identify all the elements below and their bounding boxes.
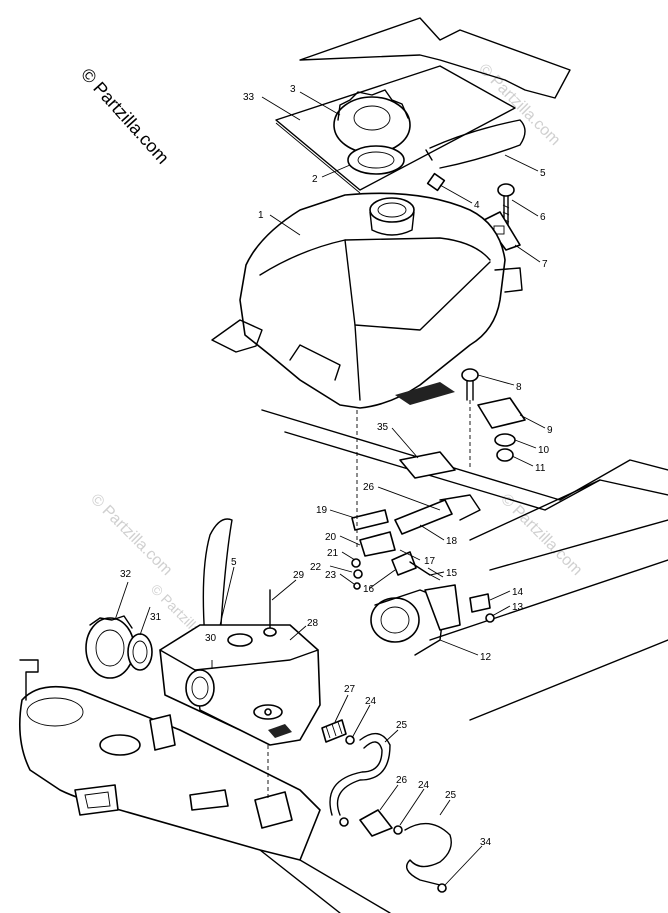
callout-5-top: 5 [540,168,546,179]
watermark-main: © Partzilla.com [77,64,173,168]
callout-25-top: 25 [396,720,408,731]
callout-20: 20 [325,532,337,543]
callout-29: 29 [293,570,305,581]
callout-14: 14 [512,587,524,598]
callout-21: 21 [327,548,339,559]
callout-33: 33 [243,92,255,103]
callout-35: 35 [377,422,389,433]
callout-19: 19 [316,505,328,516]
callout-3: 3 [290,84,296,95]
callout-26-top: 26 [363,482,375,493]
seat-plate [275,17,571,194]
fuel-tank [211,192,523,409]
callout-34: 34 [480,837,492,848]
callout-23: 23 [325,570,337,581]
watermark-faint-3: © Partzilla.com [497,491,585,579]
callout-24-lower: 24 [418,780,430,791]
fuel-valve [351,410,481,590]
callout-10: 10 [538,445,550,456]
fuel-cap [333,89,411,175]
callout-17: 17 [424,556,436,567]
callout-24-top: 24 [365,696,377,707]
callout-numbers: 33 3 2 1 4 5 6 7 8 9 10 11 35 26 19 18 2… [120,84,553,848]
aux-tank [159,624,321,746]
watermark-faint-2: © Partzilla.com [87,491,175,579]
fitting-4 [426,172,446,192]
callout-4: 4 [474,200,480,211]
callout-30: 30 [205,633,217,644]
pad-35 [399,451,456,479]
callout-7: 7 [542,259,548,270]
fuel-line-lower [321,719,452,893]
callout-13: 13 [512,602,524,613]
callout-16: 16 [363,584,375,595]
frame-rails [261,409,668,721]
callout-6: 6 [540,212,546,223]
vent-hose-top [425,119,526,169]
callout-2: 2 [312,174,318,185]
callout-12: 12 [480,652,492,663]
callout-11: 11 [535,463,546,474]
callout-31: 31 [150,612,162,623]
leader-lines [114,91,546,886]
dipstick-29 [263,589,277,637]
callout-9: 9 [547,425,553,436]
callout-28: 28 [307,618,319,629]
callout-22: 22 [310,562,322,573]
callout-18: 18 [446,536,458,547]
lower-frame [18,659,391,913]
callout-27: 27 [344,684,356,695]
callout-1: 1 [258,210,264,221]
callout-32: 32 [120,569,132,580]
callout-15: 15 [446,568,458,579]
callout-26-lower: 26 [396,775,408,786]
callout-8: 8 [516,382,522,393]
bracket-12 [370,584,495,656]
callout-5-lower: 5 [231,557,237,568]
aux-cap [85,615,153,679]
watermark-faint-1: © Partzilla.com [475,61,563,149]
callout-25-lower: 25 [445,790,457,801]
